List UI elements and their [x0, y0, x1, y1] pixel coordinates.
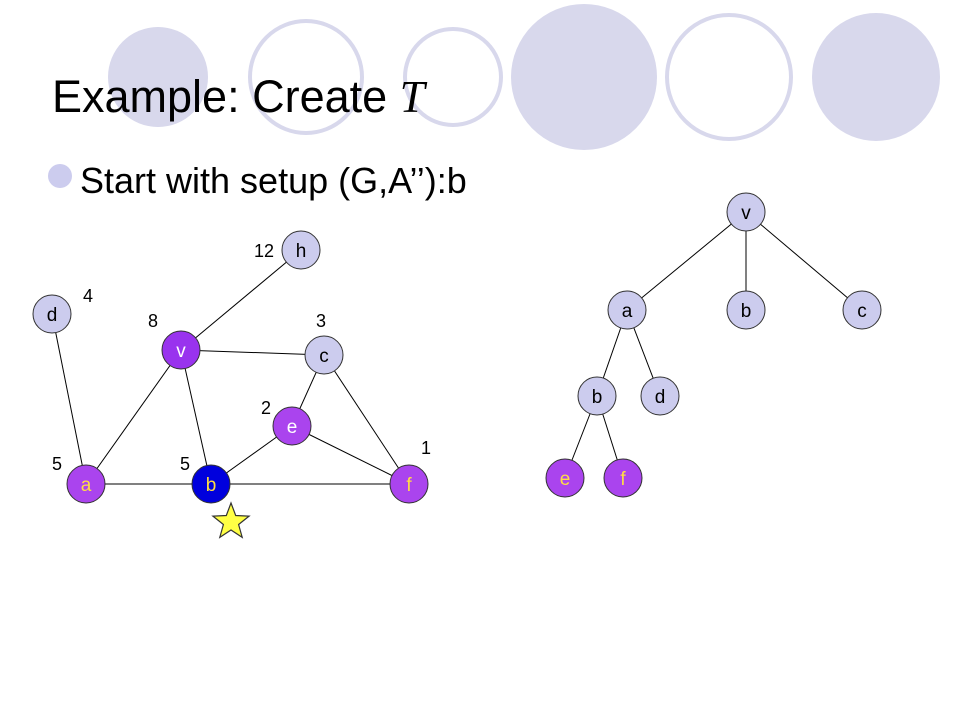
tree-node-circle-v	[726, 192, 766, 232]
tree-node-circle-b1	[726, 290, 766, 330]
tree-node-d: d	[640, 376, 680, 416]
decorative-circles	[108, 4, 940, 150]
tree-node-label-a: a	[622, 301, 633, 322]
graph-edge-c-f	[323, 354, 410, 485]
graph-node-weight-d: 4	[83, 286, 93, 306]
bullet-text: Start with setup (G,A’’):b	[80, 160, 467, 201]
graph-node-label-f: f	[406, 475, 412, 496]
graph-node-circle-b	[191, 464, 231, 504]
graph-node-label-e: e	[287, 417, 298, 438]
tree-node-a: a	[607, 290, 647, 330]
graph-node-circle-d	[32, 294, 72, 334]
tree-node-circle-a	[607, 290, 647, 330]
graph-edge-v-c	[180, 349, 325, 356]
graph-node-f: f	[389, 464, 429, 504]
slide-title-text: Example: Create	[52, 71, 400, 122]
tree-node-label-e: e	[560, 469, 571, 490]
tree-node-b1: b	[726, 290, 766, 330]
graph-node-circle-e	[272, 406, 312, 446]
graph-node-weight-h: 12	[254, 241, 274, 261]
tree-node-b2: b	[577, 376, 617, 416]
tree-edge-v-c	[745, 211, 863, 311]
graph-edge-v-b	[180, 349, 212, 485]
graph-node-circle-h	[281, 230, 321, 270]
tree-nodes: v a b c b d e f	[545, 192, 882, 498]
graph-node-circle-c	[304, 335, 344, 375]
tree-node-label-b1: b	[741, 301, 752, 322]
tree-node-label-d: d	[655, 387, 666, 408]
tree-node-circle-c	[842, 290, 882, 330]
decor-ring-4	[665, 13, 793, 141]
tree-node-c: c	[842, 290, 882, 330]
graph-node-b: b	[191, 464, 231, 504]
graph-node-e: e	[272, 406, 312, 446]
graph-node-c: c	[304, 335, 344, 375]
tree-node-label-c: c	[857, 301, 867, 322]
decor-ring-1	[248, 19, 364, 135]
graph-node-circle-f	[389, 464, 429, 504]
star-marker-icon	[211, 501, 251, 539]
graph-edge-e-f	[291, 425, 410, 485]
tree-node-label-v: v	[741, 203, 751, 224]
tree-edges	[564, 211, 863, 479]
decor-ring-2	[403, 27, 503, 127]
graph-edge-v-h	[180, 249, 302, 351]
graph-node-circle-a	[66, 464, 106, 504]
graph-node-a: a	[66, 464, 106, 504]
tree-node-f: f	[603, 458, 643, 498]
tree-node-label-f: f	[620, 469, 626, 490]
decor-disc-5	[812, 13, 940, 141]
graph-node-label-b: b	[206, 475, 217, 496]
tree-node-e: e	[545, 458, 585, 498]
graph-node-weight-a: 5	[52, 454, 62, 474]
graph-edge-d-a	[51, 313, 87, 485]
tree-node-v: v	[726, 192, 766, 232]
graph-node-h: h	[281, 230, 321, 270]
graph-node-v: v	[161, 330, 201, 370]
slide-title-symbol: T	[400, 72, 428, 122]
tree-node-circle-f	[603, 458, 643, 498]
slide-title: Example: Create T	[52, 71, 428, 122]
decor-disc-0	[108, 27, 208, 127]
bullet-dot-icon	[48, 164, 72, 188]
graph-node-weight-b: 5	[180, 454, 190, 474]
graph-node-weight-v: 8	[148, 311, 158, 331]
tree-node-circle-e	[545, 458, 585, 498]
graph-node-label-v: v	[176, 341, 186, 362]
graph-edges	[51, 249, 410, 485]
graph-node-weight-f: 1	[421, 438, 431, 458]
tree-node-circle-d	[640, 376, 680, 416]
graph-node-weight-e: 2	[261, 398, 271, 418]
graph-node-label-h: h	[296, 241, 307, 262]
tree-node-label-b2: b	[592, 387, 603, 408]
graph-node-circle-v	[161, 330, 201, 370]
tree-node-circle-b2	[577, 376, 617, 416]
tree-edge-v-a	[626, 211, 747, 311]
graph-node-d: d	[32, 294, 72, 334]
graph-node-label-a: a	[81, 475, 92, 496]
graph-node-label-c: c	[319, 346, 329, 367]
decor-disc-3	[511, 4, 657, 150]
graph-node-weight-c: 3	[316, 311, 326, 331]
graph-node-label-d: d	[47, 305, 58, 326]
graph-edge-v-a	[85, 349, 182, 485]
